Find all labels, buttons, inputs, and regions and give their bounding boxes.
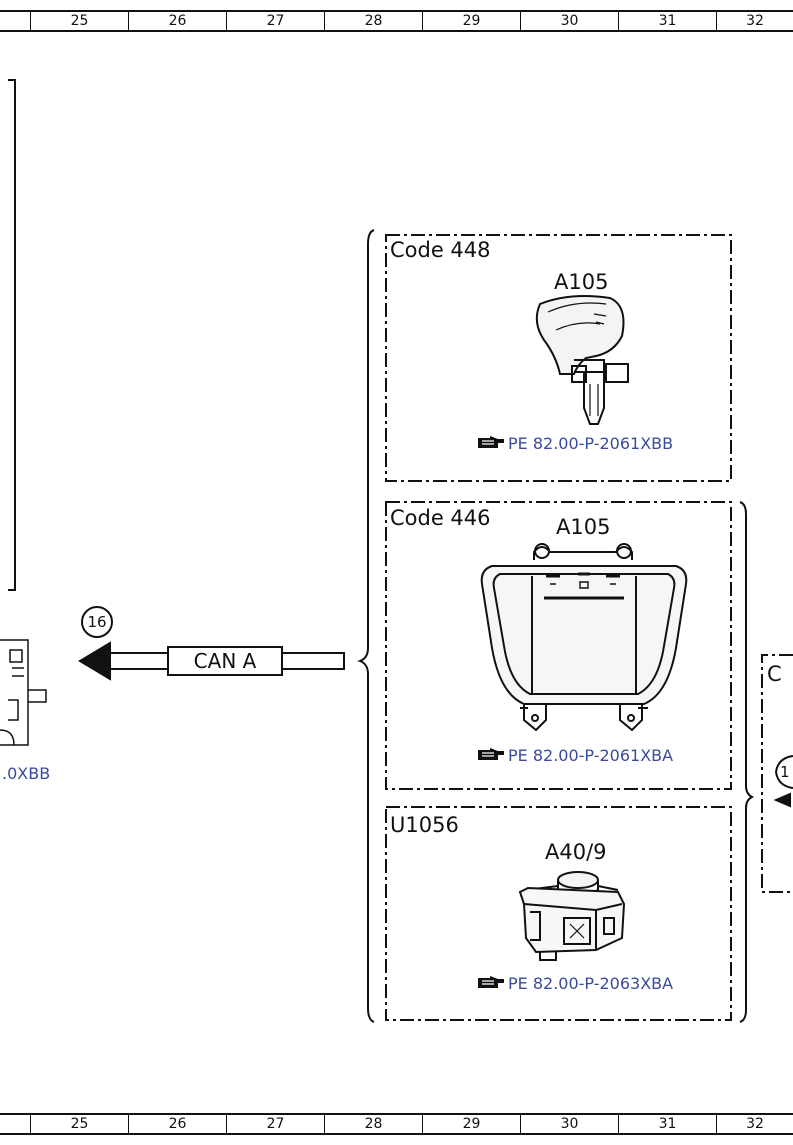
controller-knob-icon — [518, 871, 626, 961]
module-part-a105: A105 — [556, 515, 611, 539]
right-partial-marker: 1 — [780, 763, 790, 781]
module-part-a40-9: A40/9 — [545, 840, 607, 864]
right-group-brace — [739, 501, 755, 1023]
right-partial-box — [761, 654, 793, 893]
pointing-hand-icon — [478, 976, 504, 988]
column-32: 32 — [716, 12, 793, 30]
right-partial-code: C — [767, 662, 782, 686]
u1056-box — [385, 806, 732, 1021]
service-reference-text: PE 82.00-P-2061XBA — [508, 746, 674, 765]
column-28: 28 — [324, 12, 422, 30]
column-26: 26 — [128, 12, 226, 30]
connector-marker-label: 16 — [87, 613, 107, 631]
column-26: 26 — [128, 1115, 226, 1133]
top-column-ruler: 25 26 27 28 29 30 31 32 — [0, 10, 793, 32]
right-partial-marker-circle — [774, 755, 793, 789]
service-reference-text: PE 82.00-P-2061XBB — [508, 434, 674, 453]
shift-lever-icon — [535, 295, 629, 425]
column-29: 29 — [422, 1115, 520, 1133]
code-446-box — [385, 501, 732, 790]
overhead-control-panel-icon — [480, 543, 688, 732]
can-bus-label: CAN A — [193, 649, 257, 673]
pointing-hand-icon — [478, 436, 504, 448]
can-bus-arrowhead — [78, 641, 111, 681]
column-31: 31 — [618, 1115, 716, 1133]
code-448-box — [385, 234, 732, 482]
column-25: 25 — [30, 1115, 128, 1133]
module-code-448: Code 448 — [390, 238, 491, 262]
column-27: 27 — [226, 12, 324, 30]
service-reference-link[interactable]: PE 82.00-P-2061XBA — [476, 746, 673, 766]
left-fragment-link[interactable]: .0XBB — [2, 764, 51, 783]
module-code-u1056: U1056 — [390, 813, 459, 837]
bottom-column-ruler: 25 26 27 28 29 30 31 32 — [0, 1113, 793, 1135]
connector-marker-circle — [81, 606, 113, 638]
left-section-bracket — [8, 79, 16, 591]
pointing-hand-icon — [478, 748, 504, 760]
column-31: 31 — [618, 12, 716, 30]
service-reference-link[interactable]: PE 82.00-P-2063XBA — [476, 974, 673, 994]
left-partial-component-icon — [0, 639, 47, 746]
service-reference-link[interactable]: PE 82.00-P-2061XBB — [476, 434, 673, 454]
column-30: 30 — [520, 12, 618, 30]
column-27: 27 — [226, 1115, 324, 1133]
column-28: 28 — [324, 1115, 422, 1133]
service-reference-text: PE 82.00-P-2063XBA — [508, 974, 674, 993]
module-code-446: Code 446 — [390, 506, 491, 530]
column-32: 32 — [716, 1115, 793, 1133]
module-group-brace — [357, 229, 375, 1023]
column-29: 29 — [422, 12, 520, 30]
column-30: 30 — [520, 1115, 618, 1133]
module-part-a105: A105 — [554, 270, 609, 294]
column-25: 25 — [30, 12, 128, 30]
